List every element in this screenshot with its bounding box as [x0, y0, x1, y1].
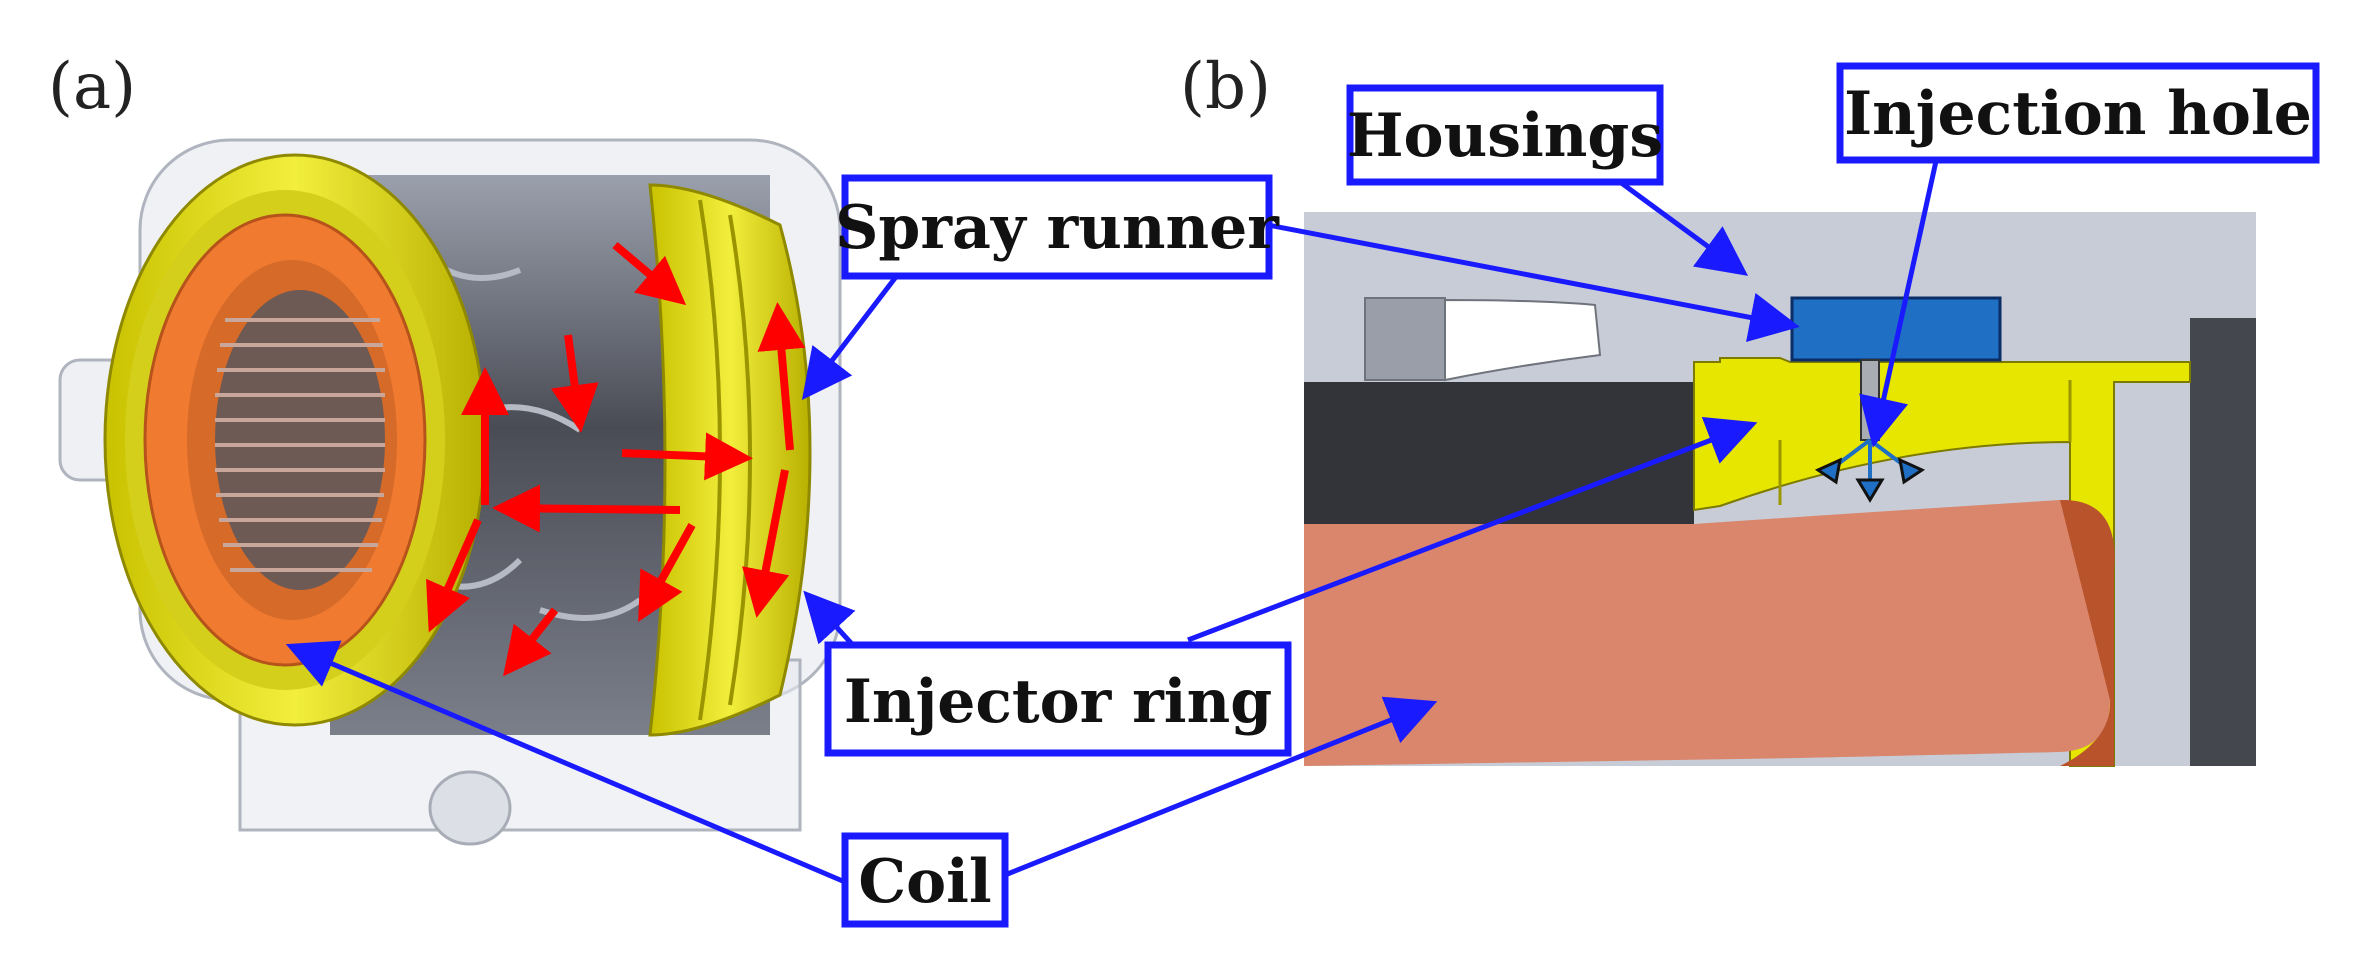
leader-spray-runner-a	[801, 263, 907, 400]
flow-arrow	[742, 469, 790, 618]
panel-a-label: (a)	[48, 50, 136, 124]
flow-arrow	[757, 302, 806, 451]
callout-spray-runner-box	[841, 174, 1273, 280]
housing-lip	[1444, 298, 1602, 382]
coil-shadow	[2060, 499, 2115, 766]
flow-arrow	[503, 607, 559, 677]
flow-arrows	[426, 241, 806, 677]
core-section	[1304, 382, 1694, 524]
callout-housings-text: Housings	[1347, 101, 1663, 171]
rotor-bore	[215, 290, 385, 590]
callout-injector-ring-text: Injector ring	[844, 667, 1272, 737]
leader-coil-b	[1004, 696, 1438, 878]
motor-3d-illustration	[58, 138, 842, 846]
leader-injection-hole	[1859, 151, 1941, 448]
callout-coil-text: Coil	[858, 847, 991, 917]
leader-lines	[285, 151, 1941, 885]
leader-spray-runner-b	[1267, 222, 1800, 343]
callout-coil-box	[841, 832, 1009, 928]
callout-housings-box	[1346, 84, 1664, 186]
callout-injector-ring: Injector ring	[824, 641, 1292, 757]
housing-pillar	[1364, 297, 1446, 381]
housing-right-plate	[2190, 318, 2256, 766]
callout-injection-hole-text: Injection hole	[1844, 79, 2312, 149]
panel-b-label: (b)	[1180, 50, 1271, 124]
rotor-laminations	[215, 318, 385, 572]
callout-spray-runner: Spray runner	[835, 174, 1280, 280]
panel-a: (a)	[48, 50, 842, 846]
cross-section-illustration	[1304, 212, 2256, 767]
flow-arrow	[612, 241, 687, 306]
flow-arrow	[492, 484, 681, 533]
callout-coil: Coil	[841, 832, 1009, 928]
leader-housings	[1618, 179, 1749, 276]
callout-spray-runner-text: Spray runner	[835, 193, 1280, 263]
injector-ring-section	[1693, 357, 2191, 767]
leader-injector-ring-b	[1187, 416, 1758, 643]
callout-injector-ring-box	[824, 641, 1292, 757]
coil-section	[1304, 500, 2110, 766]
callout-housings: Housings	[1346, 84, 1664, 186]
callout-injection-hole: Injection hole	[1836, 62, 2320, 164]
leader-coil-a	[285, 640, 846, 885]
flow-arrow	[550, 334, 599, 433]
callout-injection-hole-box	[1836, 62, 2320, 164]
flow-arrow	[426, 518, 482, 633]
housing-port	[428, 770, 512, 846]
flow-arrow	[638, 523, 696, 622]
flow-arrow	[621, 432, 753, 481]
